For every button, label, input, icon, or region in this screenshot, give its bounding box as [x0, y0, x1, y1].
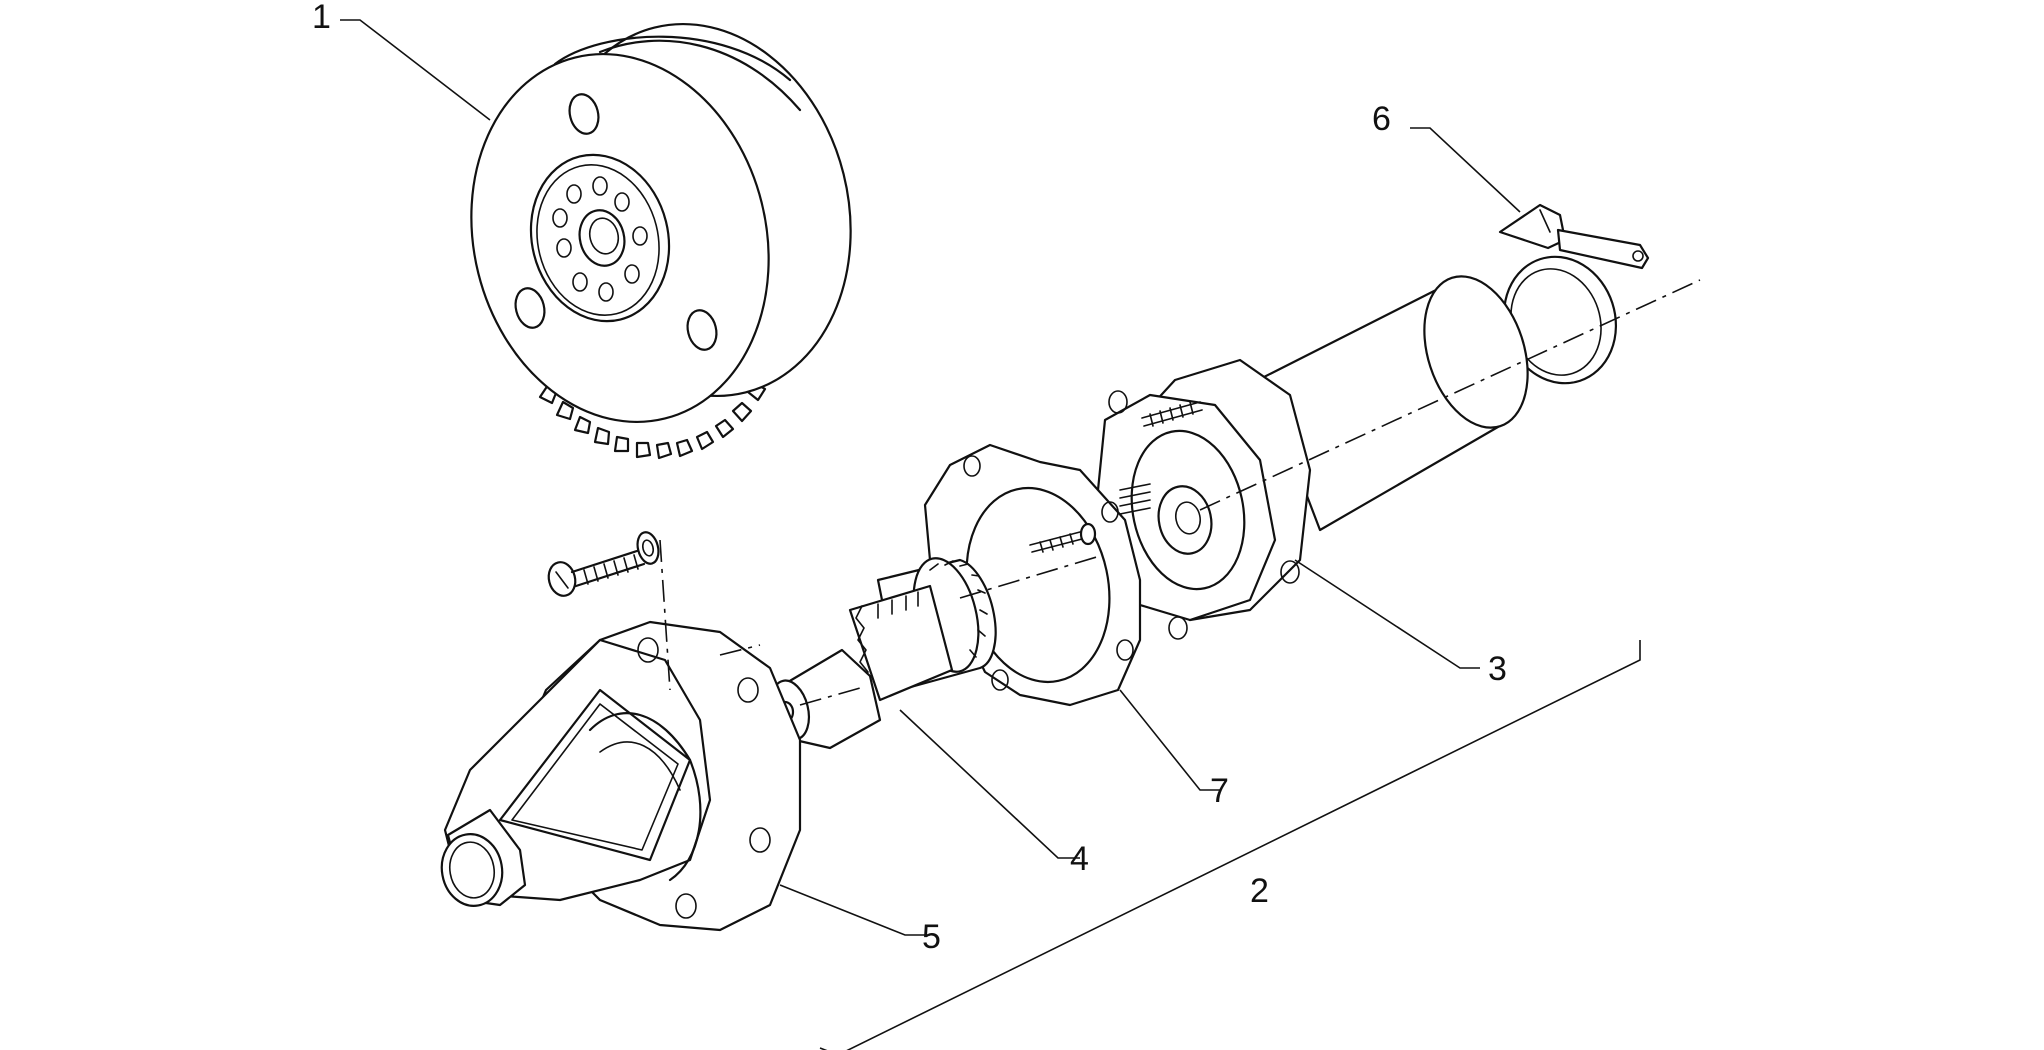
callout-4: 4 — [1070, 840, 1089, 878]
part-6-clamp — [1498, 203, 1650, 385]
part-5-end-housing — [440, 620, 802, 932]
center-lines — [659, 279, 1701, 706]
callout-6: 6 — [1372, 100, 1391, 138]
callout-3: 3 — [1488, 650, 1507, 688]
assembly-bracket-2 — [819, 640, 1641, 1050]
callout-7: 7 — [1210, 772, 1229, 810]
mounting-screw — [547, 531, 660, 597]
hub-bolt-holes — [552, 176, 648, 302]
callout-1: 1 — [312, 0, 331, 36]
leader-lines — [340, 19, 1521, 936]
part-3-starter-motor — [1096, 275, 1529, 640]
callout-5: 5 — [922, 918, 941, 956]
callout-2: 2 — [1250, 872, 1269, 910]
part-4-pinion — [769, 557, 997, 750]
part-1-flywheel — [470, 23, 852, 460]
callout-labels: 1 2 3 4 5 6 7 — [312, 0, 1507, 956]
